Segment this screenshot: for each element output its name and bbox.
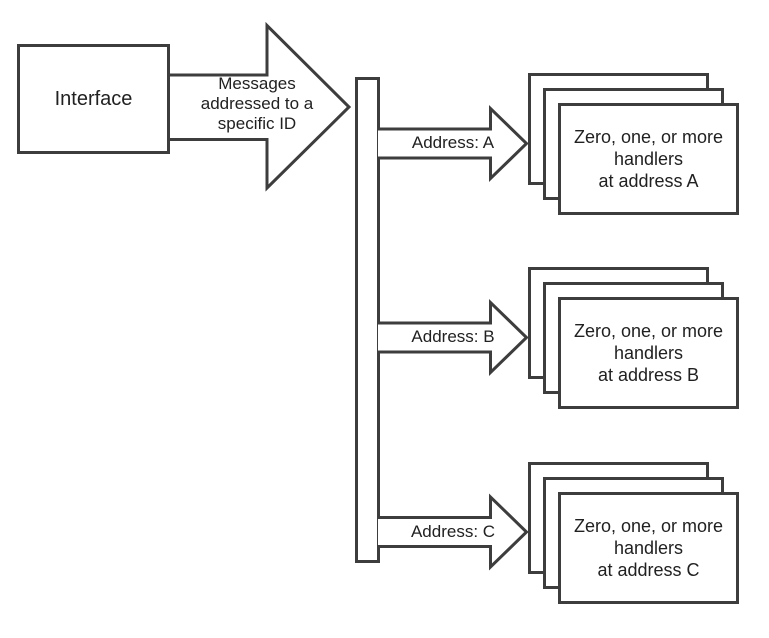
branch-label-address-b: Address: B: [411, 327, 495, 346]
main-arrow-label: Messages addressed to a specific ID: [177, 74, 337, 134]
handler-stack-a: Zero, one, or more handlers at address A: [528, 73, 739, 216]
interface-box: Interface: [17, 44, 170, 154]
stack-b-text-line-3: at address B: [597, 365, 700, 385]
distribution-bar: [355, 77, 380, 563]
main-arrow-label-line-2: addressed to a: [200, 94, 314, 113]
handler-stack-c: Zero, one, or more handlers at address C: [528, 462, 739, 605]
stack-a-text-line-1: Zero, one, or more: [573, 127, 724, 147]
main-arrow-label-line-1: Messages: [218, 74, 296, 93]
main-arrow-label-line-3: specific ID: [217, 114, 297, 133]
stack-a-text-line-2: handlers: [613, 149, 684, 169]
stack-c-card-front: Zero, one, or more handlers at address C: [558, 492, 739, 604]
stack-c-text-line-1: Zero, one, or more: [573, 516, 724, 536]
stack-a-text-line-3: at address A: [598, 171, 699, 191]
stack-b-text-line-2: handlers: [613, 343, 684, 363]
interface-box-label: Interface: [54, 87, 133, 110]
branch-label-address-c: Address: C: [410, 522, 496, 541]
stack-b-text-line-1: Zero, one, or more: [573, 321, 724, 341]
stack-c-text-line-2: handlers: [613, 538, 684, 558]
stack-b-card-front: Zero, one, or more handlers at address B: [558, 297, 739, 409]
stack-c-text-line-3: at address C: [597, 560, 700, 580]
branch-label-address-a: Address: A: [411, 133, 495, 152]
handler-stack-b: Zero, one, or more handlers at address B: [528, 267, 739, 410]
stack-a-card-front: Zero, one, or more handlers at address A: [558, 103, 739, 215]
